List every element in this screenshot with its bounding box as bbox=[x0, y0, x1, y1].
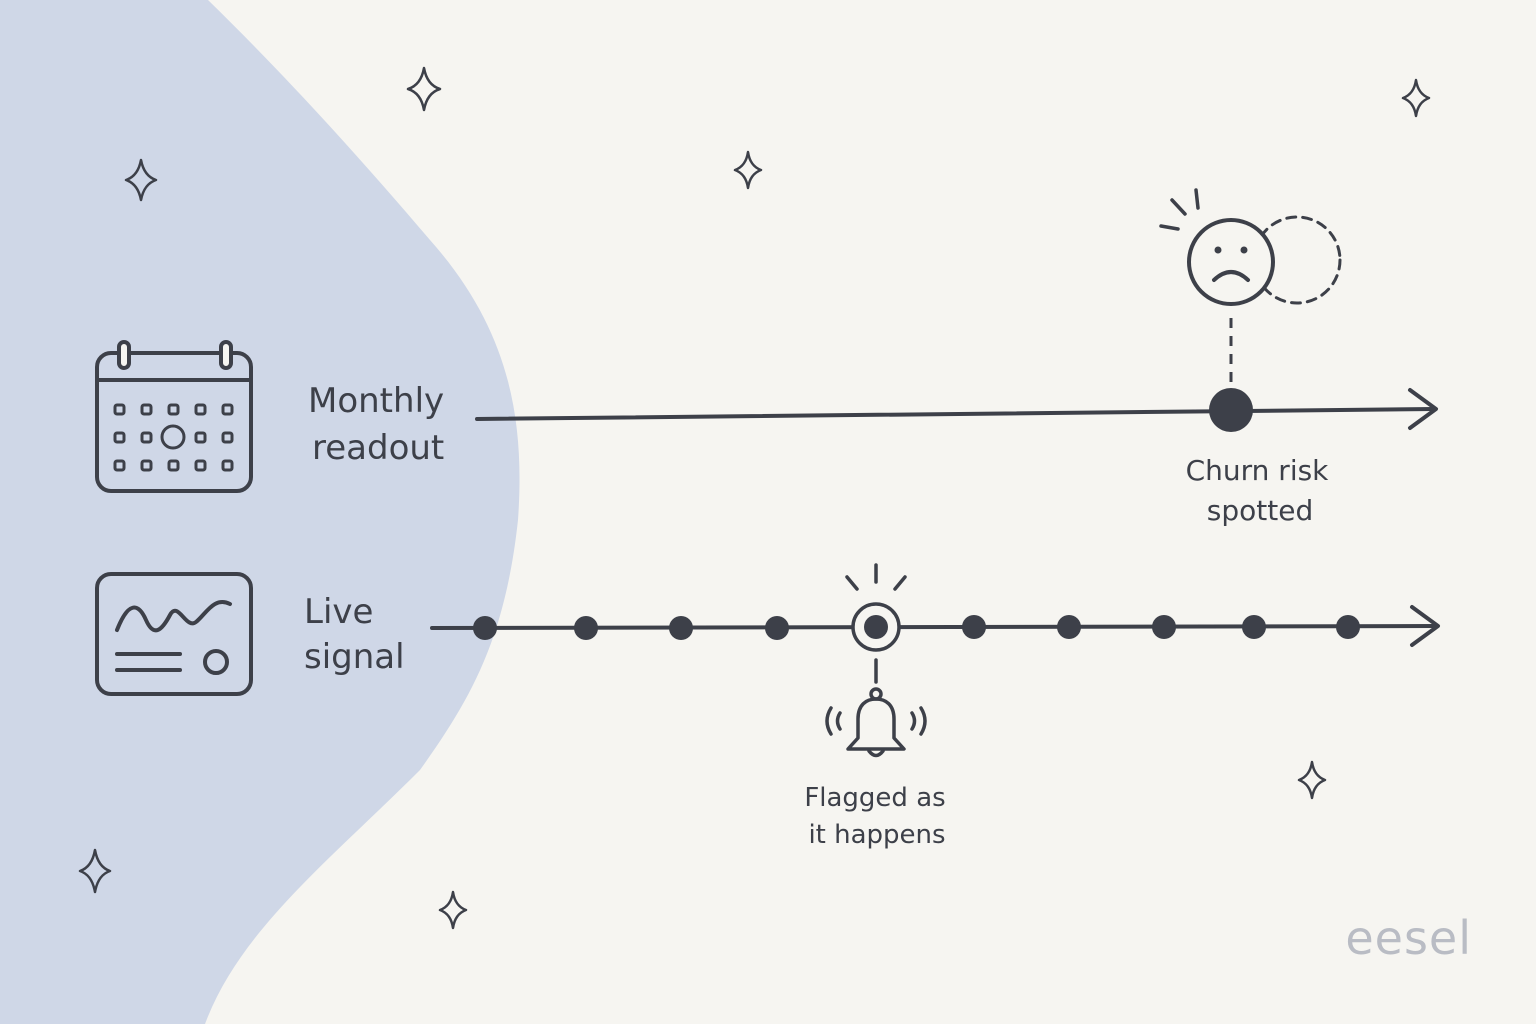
monthly-marker-label-line2: spotted bbox=[1207, 494, 1313, 527]
bell-icon bbox=[825, 687, 927, 758]
monthly-label-line2: readout bbox=[312, 428, 444, 468]
live-timeline-dot bbox=[962, 615, 986, 639]
monthly-timeline-arrowhead bbox=[1408, 388, 1438, 430]
sparkle-icon bbox=[1297, 760, 1327, 800]
live-timeline-dot bbox=[473, 616, 497, 640]
sparkle-icon bbox=[1401, 78, 1431, 118]
monthly-label-line1: Monthly bbox=[308, 381, 444, 421]
monthly-marker-label-line1: Churn risk bbox=[1186, 454, 1330, 487]
live-timeline-dot bbox=[765, 616, 789, 640]
sparkle-icon bbox=[78, 848, 112, 894]
sparkle-icon bbox=[438, 890, 468, 930]
monthly-row: Monthly readout Churn risk spotted bbox=[95, 188, 1438, 527]
live-label-line1: Live bbox=[304, 592, 373, 632]
live-timeline-dots bbox=[473, 615, 1360, 640]
live-row: Live signal bbox=[95, 563, 1440, 850]
sparkle-icon bbox=[124, 158, 158, 202]
live-timeline-arrowhead bbox=[1410, 605, 1440, 647]
live-marker-label-line1: Flagged as bbox=[804, 783, 945, 813]
sparkles bbox=[78, 66, 1431, 930]
monthly-timeline bbox=[475, 407, 1436, 421]
live-timeline bbox=[430, 624, 1438, 630]
live-marker-label-line2: it happens bbox=[808, 820, 945, 850]
sparkle-icon bbox=[406, 66, 442, 112]
live-timeline-dot bbox=[574, 616, 598, 640]
background-blob bbox=[0, 0, 520, 1024]
live-timeline-dot bbox=[1242, 615, 1266, 639]
sad-face-icon bbox=[1159, 188, 1342, 306]
brand-logo: eesel bbox=[1345, 911, 1472, 965]
live-timeline-dot bbox=[1152, 615, 1176, 639]
live-event-marker bbox=[845, 563, 907, 652]
sparkle-icon bbox=[733, 150, 763, 190]
dashboard-signal-icon bbox=[95, 572, 253, 696]
monthly-event-dot bbox=[1209, 388, 1253, 432]
live-label-line2: signal bbox=[304, 637, 405, 677]
live-timeline-dot bbox=[1336, 615, 1360, 639]
calendar-icon bbox=[95, 340, 253, 493]
live-timeline-dot bbox=[669, 616, 693, 640]
live-timeline-dot bbox=[1057, 615, 1081, 639]
